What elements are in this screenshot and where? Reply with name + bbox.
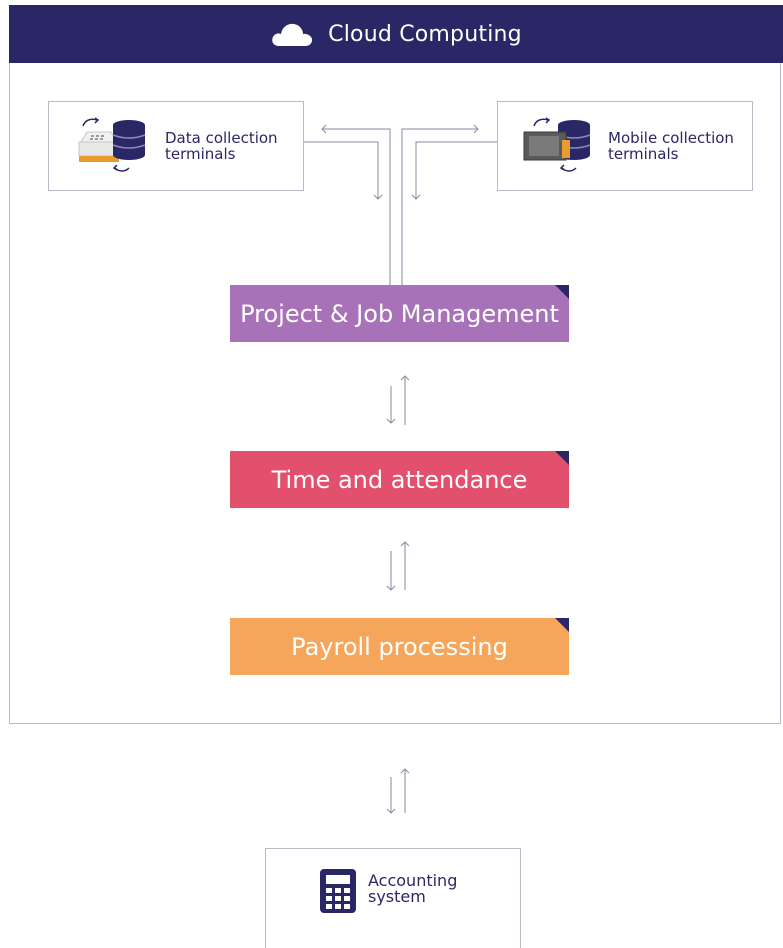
mobile-collection-terminals-label: Mobile collection terminals <box>608 130 734 162</box>
project-job-management-step: Project & Job Management <box>230 285 569 342</box>
mobile-collection-line1: Mobile collection <box>608 129 734 147</box>
cloud-title: Cloud Computing <box>328 21 522 47</box>
connector-right-top <box>401 128 478 285</box>
time-attendance-step: Time and attendance <box>230 451 569 508</box>
accounting-system-label: Accounting system <box>368 873 457 905</box>
accounting-system-box: Accounting system <box>265 848 521 948</box>
connector-left-top <box>322 128 391 285</box>
project-job-management-label: Project & Job Management <box>240 299 559 328</box>
accounting-line2: system <box>368 887 426 906</box>
mobile-terminal-icon <box>523 117 591 172</box>
payroll-processing-step: Payroll processing <box>230 618 569 675</box>
time-attendance-label: Time and attendance <box>271 465 528 494</box>
data-collection-terminals-label: Data collection terminals <box>165 130 278 162</box>
connector-right-down <box>415 141 497 199</box>
calculator-icon <box>320 869 356 913</box>
payroll-processing-label: Payroll processing <box>291 632 508 661</box>
folded-corner <box>555 451 569 465</box>
mobile-collection-terminals-box: Mobile collection terminals <box>497 101 753 191</box>
cloud-header: Cloud Computing <box>9 5 783 63</box>
data-collection-line2: terminals <box>165 145 236 163</box>
data-terminal-icon <box>78 117 146 172</box>
connector-left-down <box>304 141 379 199</box>
mobile-collection-line2: terminals <box>608 145 679 163</box>
data-collection-line1: Data collection <box>165 129 278 147</box>
data-collection-terminals-box: Data collection terminals <box>48 101 304 191</box>
folded-corner <box>555 618 569 632</box>
accounting-line1: Accounting <box>368 871 458 890</box>
folded-corner <box>555 285 569 299</box>
cloud-icon <box>272 23 313 46</box>
